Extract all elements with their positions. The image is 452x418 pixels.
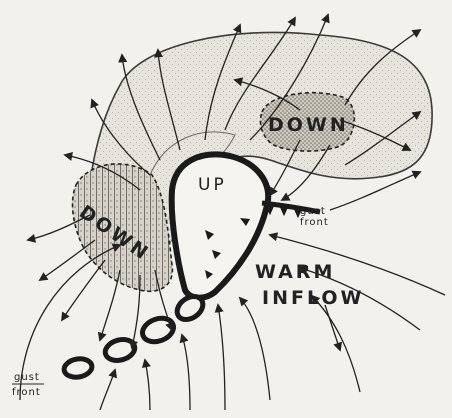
inflow-label: INFLOW [262,287,365,309]
gust-front-right-label-1: gust [300,206,326,217]
gust-front-left-label-1: gust [14,372,40,383]
gust-front-left-label-2: front [12,387,41,398]
gust-front-right-label-2: front [300,217,329,228]
down-label-top: DOWN [268,114,349,136]
warm-label: WARM [255,261,335,283]
up-label: UP [198,175,227,195]
